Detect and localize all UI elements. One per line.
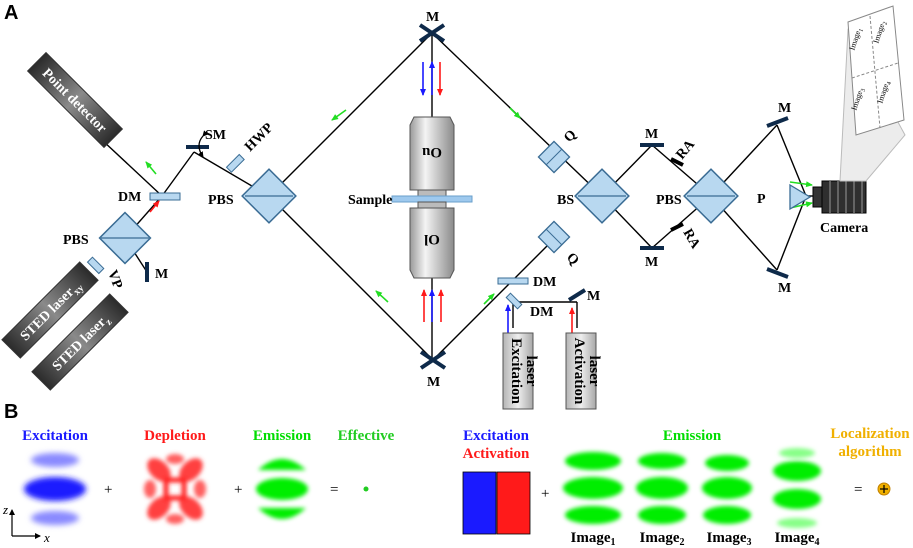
image-label-1: Image1 [571, 530, 616, 548]
point-detector: Point detector [26, 51, 124, 149]
camera-image-sheet [847, 5, 905, 136]
operator-plus-2: + [234, 482, 242, 498]
mirror-top-label: M [426, 10, 439, 25]
scan-mirror-label: SM [205, 128, 226, 143]
operator-plus-3: + [541, 486, 549, 502]
mirror-ra-bottom-label: M [645, 255, 658, 270]
image-label-2: Image2 [640, 530, 685, 548]
svg-text:Activation: Activation [571, 338, 587, 405]
prism-label: P [757, 192, 766, 207]
axis-x-label: x [43, 530, 50, 545]
localization-label-2: algorithm [838, 444, 902, 460]
axis-z-label: z [2, 502, 8, 517]
panel-label-b: B [4, 401, 18, 423]
retarder-lower [670, 222, 684, 232]
svg-text:laser: laser [523, 356, 539, 387]
emission-image-2 [636, 453, 688, 524]
excitation-block [462, 471, 497, 535]
objective-upper-label: Ou [422, 144, 442, 160]
retarder-upper [670, 157, 684, 167]
mirror-ra-top-label: M [645, 127, 658, 142]
psf-excitation [24, 453, 86, 525]
emission-image-3 [702, 455, 752, 524]
mirror-cam-bottom [766, 267, 789, 279]
pbs-center [241, 168, 297, 224]
polarizer-q-upper-label: Q [561, 127, 579, 145]
half-wave-plate [225, 153, 245, 173]
excitation-laser: Excitation laser [502, 332, 539, 410]
dichroic-mirror-left-label: DM [118, 190, 141, 205]
dichroic-mirror-lower-label: DM [533, 275, 556, 290]
axis-indicator [9, 509, 41, 539]
half-wave-plate-label: HWP [242, 120, 277, 155]
operator-equals-1: = [330, 482, 338, 498]
emission-image-1 [563, 452, 623, 524]
polarizer-q-lower [537, 220, 571, 254]
camera [812, 180, 867, 214]
svg-text:Point detector: Point detector [39, 66, 109, 136]
scan-mirror-rotation [197, 130, 209, 158]
retarder-lower-label: RA [680, 227, 704, 253]
vortex-plate-label: VP [104, 268, 125, 291]
mirror-bottom-label: M [427, 375, 440, 390]
dichroic-mirror-left [149, 192, 181, 201]
emission-image-4 [773, 448, 821, 528]
pbs-lower-left [98, 211, 152, 265]
psf-right-excitation-label: Excitation [463, 428, 529, 444]
polarizer-q-lower-label: Q [563, 250, 581, 268]
svg-text:Excitation: Excitation [508, 338, 524, 404]
pbs-right [683, 168, 739, 224]
psf-depletion [144, 454, 206, 524]
vortex-plate [86, 256, 105, 275]
activation-laser: Activation laser [565, 332, 602, 410]
localization-label-1: Localization [830, 426, 910, 442]
localization-marker [877, 482, 891, 496]
mirror-activation-label: M [587, 289, 600, 304]
dichroic-mirror-lower [497, 277, 529, 285]
sample-label: Sample [348, 193, 392, 208]
direction-arrows [145, 61, 813, 335]
beam-splitter-label: BS [557, 193, 574, 208]
psf-emission-left [256, 459, 308, 519]
image-label-3: Image3 [707, 530, 752, 548]
mirror-left-label: M [155, 267, 168, 282]
mirror-cam-top [766, 116, 789, 128]
pbs-right-label: PBS [656, 193, 682, 208]
operator-equals-2: = [854, 482, 862, 498]
polarizer-q-upper [537, 140, 571, 174]
image-label-4: Image4 [775, 530, 820, 548]
operator-plus-1: + [104, 482, 112, 498]
pbs-center-label: PBS [208, 193, 234, 208]
mirror-bottom [419, 350, 447, 370]
pbs-lower-left-label: PBS [63, 233, 89, 248]
psf-effective [363, 486, 369, 492]
psf-effective-label: Effective [338, 428, 395, 444]
psf-emission-label: Emission [253, 428, 312, 444]
camera-label: Camera [820, 221, 868, 236]
activation-block [496, 471, 531, 535]
mirror-activation [567, 288, 587, 302]
panel-label-a: A [4, 2, 18, 24]
psf-right-emission-label: Emission [663, 428, 722, 444]
sample-slide [391, 195, 473, 203]
prism [789, 183, 812, 211]
mirror-cam-top-label: M [778, 101, 791, 116]
beam-splitter [574, 168, 630, 224]
mirror-cam-bottom-label: M [778, 281, 791, 296]
mirror-top [418, 23, 446, 43]
objective-upper [409, 116, 455, 197]
psf-excitation-label: Excitation [22, 428, 88, 444]
psf-right-activation-label: Activation [463, 446, 530, 462]
dichroic-mirror-activation [505, 292, 523, 310]
retarder-upper-label: RA [674, 137, 699, 163]
psf-depletion-label: Depletion [144, 428, 206, 444]
objective-lower [409, 201, 455, 279]
objective-lower-label: Ol [424, 231, 440, 247]
svg-text:laser: laser [586, 356, 602, 387]
dichroic-mirror-activation-label: DM [530, 305, 553, 320]
